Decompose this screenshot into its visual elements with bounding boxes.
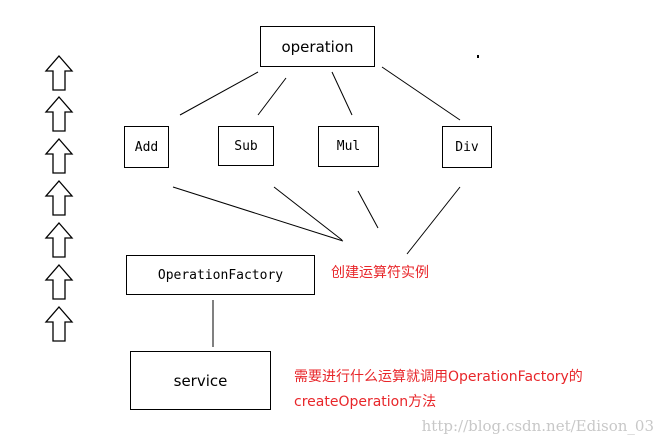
service-node: service xyxy=(130,351,271,410)
div-node: Div xyxy=(442,126,492,168)
connector-operation-mul xyxy=(331,71,353,116)
div-label: Div xyxy=(455,139,479,155)
up-arrow-icon xyxy=(44,96,74,132)
service-note-line-1: 需要进行什么运算就调用OperationFactory的 xyxy=(294,369,583,385)
up-arrow-icon xyxy=(44,55,74,91)
up-arrow-icon xyxy=(44,306,74,342)
connector-operation-div xyxy=(381,66,461,121)
add-label: Add xyxy=(134,139,159,155)
up-arrow-icon xyxy=(44,180,74,216)
stray-dot xyxy=(477,55,479,58)
up-arrow-icon xyxy=(44,138,74,174)
create-instance-annotation: 创建运算符实例 xyxy=(331,265,429,281)
add-node: Add xyxy=(124,126,169,168)
mul-node: Mul xyxy=(318,126,379,167)
operation-label: operation xyxy=(281,37,354,56)
operation-factory-label: OperationFactory xyxy=(157,267,284,283)
watermark: http://blog.csdn.net/Edison_03 xyxy=(421,417,654,435)
connector-mul-create xyxy=(357,190,379,229)
operation-node: operation xyxy=(260,26,375,67)
connector-div-create xyxy=(406,186,461,255)
operation-factory-node: OperationFactory xyxy=(126,255,315,295)
connector-operation-add xyxy=(179,71,259,116)
connector-sub-create xyxy=(273,186,343,241)
sub-label: Sub xyxy=(234,138,258,154)
service-note-line-2: createOperation方法 xyxy=(294,394,437,410)
connector-add-create xyxy=(172,186,344,242)
up-arrow-icon xyxy=(44,264,74,300)
connector-operation-sub xyxy=(257,77,287,116)
service-label: service xyxy=(173,371,228,390)
up-arrow-icon xyxy=(44,222,74,258)
mul-label: Mul xyxy=(336,139,361,154)
sub-node: Sub xyxy=(218,126,274,166)
